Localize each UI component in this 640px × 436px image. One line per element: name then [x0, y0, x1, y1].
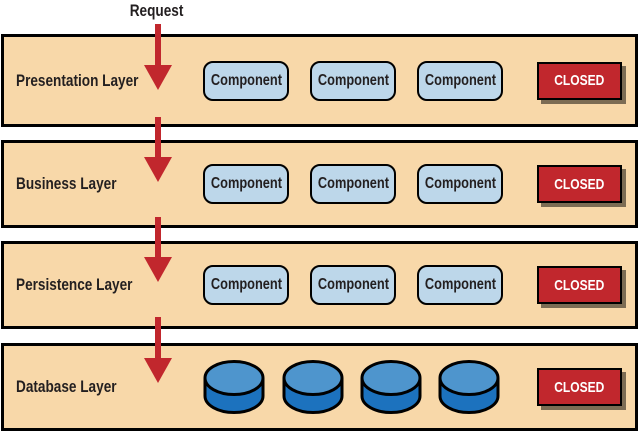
down-arrow-icon	[144, 217, 172, 282]
database-cylinder-icon	[282, 360, 344, 414]
arrow-head	[144, 65, 172, 90]
component-box: Component	[203, 164, 289, 204]
layer-presentation: Presentation Layer Component Component C…	[1, 34, 638, 127]
arrow-head	[144, 157, 172, 182]
down-arrow-icon	[144, 24, 172, 90]
database-cylinder-icon	[438, 360, 500, 414]
layer-persistence: Persistence Layer Component Component Co…	[1, 241, 638, 329]
layer-label: Presentation Layer	[16, 70, 139, 90]
arrow-shaft	[155, 217, 161, 260]
database-cylinder-icon	[203, 360, 265, 414]
layer-label: Business Layer	[16, 174, 117, 193]
component-box: Component	[417, 265, 503, 305]
down-arrow-icon	[144, 317, 172, 383]
layer-label: Database Layer	[16, 377, 117, 396]
component-box: Component	[417, 164, 503, 204]
arrow-head	[144, 358, 172, 383]
arrow-shaft	[155, 24, 161, 68]
arrow-shaft	[155, 317, 161, 361]
closed-badge: CLOSED	[537, 61, 622, 100]
component-box: Component	[203, 265, 289, 305]
closed-badge: CLOSED	[537, 368, 622, 406]
closed-badge: CLOSED	[537, 266, 622, 304]
arrow-head	[144, 257, 172, 282]
component-box: Component	[417, 60, 503, 101]
component-box: Component	[310, 265, 396, 305]
component-box: Component	[203, 60, 289, 101]
layer-database: Database Layer CLOSED	[1, 343, 638, 431]
layer-label: Persistence Layer	[16, 275, 133, 294]
component-box: Component	[310, 164, 396, 204]
arrow-shaft	[155, 117, 161, 160]
request-label: Request	[130, 1, 184, 20]
closed-badge: CLOSED	[537, 165, 622, 203]
database-cylinder-icon	[360, 360, 422, 414]
down-arrow-icon	[144, 117, 172, 182]
component-box: Component	[310, 60, 396, 101]
layer-business: Business Layer Component Component Compo…	[1, 140, 638, 228]
